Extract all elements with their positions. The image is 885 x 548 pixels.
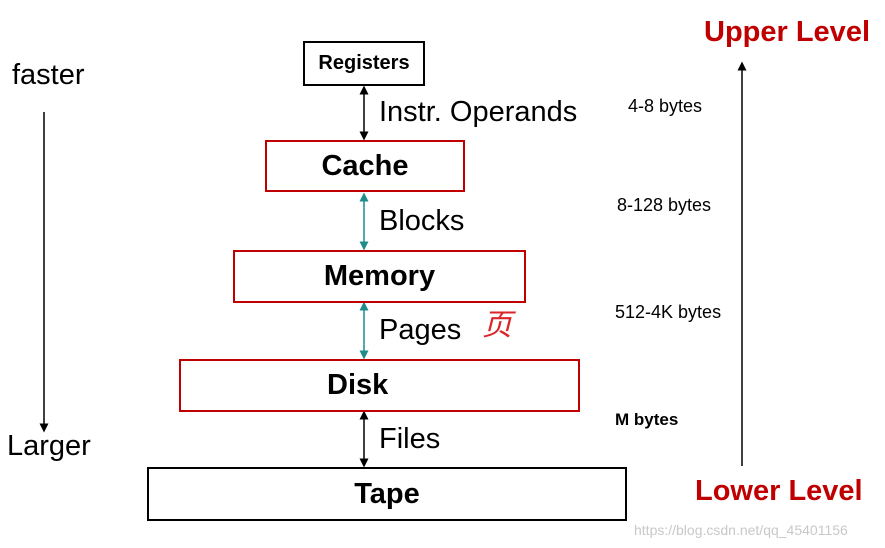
size-4-8-bytes: 4-8 bytes: [628, 96, 703, 116]
instr-operands-label: Instr. Operands: [379, 96, 578, 128]
files-label: Files: [379, 423, 441, 455]
size-512-4k-bytes: 512-4K bytes: [615, 302, 722, 322]
cache-label: Cache: [321, 149, 409, 182]
upper-level-label: Upper Level: [704, 16, 870, 48]
size-8-128-bytes: 8-128 bytes: [617, 195, 712, 215]
blocks-label: Blocks: [379, 205, 465, 237]
registers-box: Registers: [303, 41, 425, 86]
registers-label: Registers: [318, 52, 410, 74]
pages-label: Pages: [379, 314, 462, 346]
disk-box: Disk: [179, 359, 580, 412]
cache-box: Cache: [265, 140, 465, 192]
tape-label: Tape: [354, 477, 420, 510]
larger-label: Larger: [7, 430, 91, 462]
tape-box: Tape: [147, 467, 627, 521]
watermark: https://blog.csdn.net/qq_45401156: [634, 522, 848, 538]
memory-label: Memory: [323, 260, 436, 292]
pages-annotation: 页: [482, 308, 512, 343]
disk-label: Disk: [327, 369, 389, 401]
size-m-bytes: M bytes: [615, 410, 679, 429]
lower-level-label: Lower Level: [695, 475, 863, 507]
faster-label: faster: [12, 59, 85, 91]
memory-box: Memory: [233, 250, 526, 303]
